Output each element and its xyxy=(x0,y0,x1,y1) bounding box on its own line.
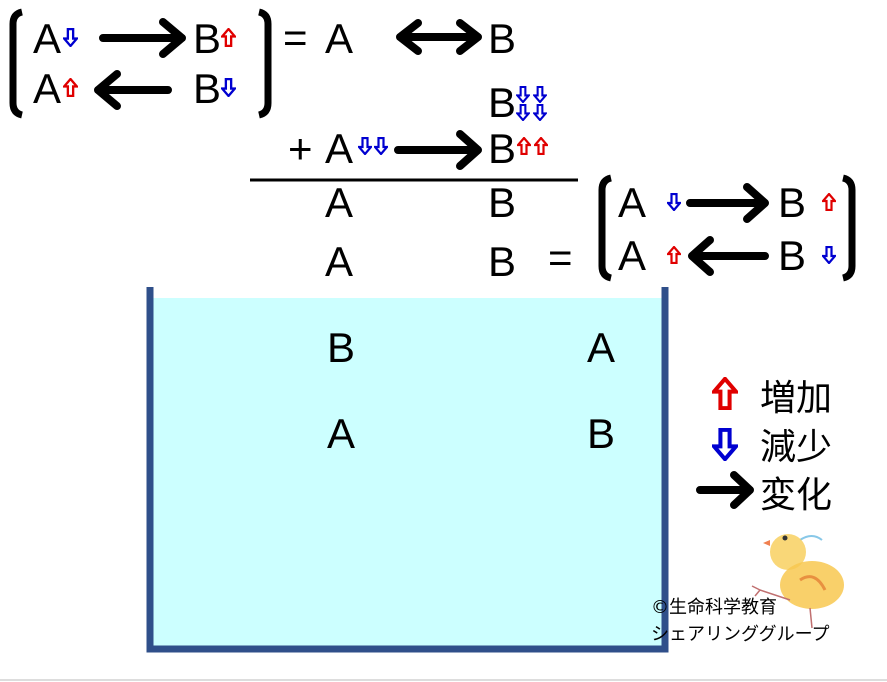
copyright-line-1: ©生命科学教育 xyxy=(651,597,777,618)
legend-change: 変化 xyxy=(760,475,832,516)
letter-b: B xyxy=(488,179,516,226)
beaker xyxy=(146,287,669,653)
letter-b: B xyxy=(488,15,516,62)
letter-b: B xyxy=(327,324,355,371)
letter-b: B xyxy=(488,125,516,172)
right-arrow-icon xyxy=(686,183,769,223)
left-arrow-icon xyxy=(688,236,769,276)
chick-illustration xyxy=(751,534,844,629)
left-bracket xyxy=(9,8,23,119)
right-arrow-icon xyxy=(99,18,186,58)
left-bracket xyxy=(598,174,612,282)
letter-b: B xyxy=(193,15,221,62)
equals-sign: = xyxy=(548,234,573,281)
legend-increase: 増加 xyxy=(760,378,832,419)
letter-a: A xyxy=(587,324,615,371)
letter-a: A xyxy=(618,179,646,226)
letter-b: B xyxy=(488,238,516,285)
letter-a: A xyxy=(325,238,353,285)
equals-sign: = xyxy=(283,14,308,61)
water xyxy=(151,298,662,646)
letter-a: A xyxy=(33,65,61,112)
copyright-line-2: シェアリンググループ xyxy=(651,624,830,645)
letter-a: A xyxy=(325,179,353,226)
letter-b: B xyxy=(488,79,516,126)
letter-a: A xyxy=(33,15,61,62)
letter-a: A xyxy=(327,410,355,457)
right-arrow-icon xyxy=(394,130,482,170)
change-arrow-icon xyxy=(696,471,754,509)
letter-a: A xyxy=(325,125,353,172)
left-arrow-icon xyxy=(94,70,172,110)
right-bracket xyxy=(842,174,856,282)
letter-a: A xyxy=(325,15,353,62)
letter-a: A xyxy=(618,232,646,279)
right-bracket xyxy=(258,8,272,119)
legend-decrease: 減少 xyxy=(760,427,832,468)
letter-b: B xyxy=(587,410,615,457)
letter-b: B xyxy=(193,65,221,112)
letter-b: B xyxy=(778,232,806,279)
letter-b: B xyxy=(778,179,806,226)
double-arrow-icon xyxy=(396,19,482,55)
plus-sign: + xyxy=(288,125,313,172)
